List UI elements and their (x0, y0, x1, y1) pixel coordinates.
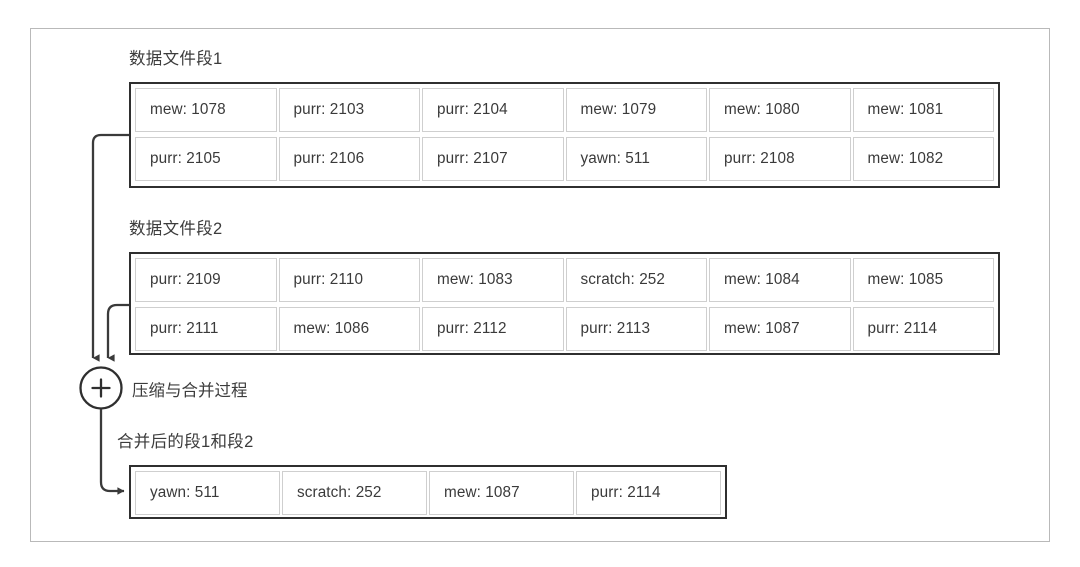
segment-2-title: 数据文件段2 (129, 220, 223, 238)
table-cell: scratch: 252 (565, 258, 707, 302)
table-cell: purr: 2109 (135, 258, 277, 302)
table-cell: purr: 2110 (278, 258, 420, 302)
result-row-1: yawn: 511 scratch: 252 mew: 1087 purr: 2… (135, 471, 721, 515)
table-cell: mew: 1084 (709, 258, 851, 302)
table-cell: mew: 1080 (709, 88, 851, 132)
table-cell: purr: 2114 (576, 471, 721, 515)
table-cell: mew: 1081 (852, 88, 994, 132)
table-cell: mew: 1082 (852, 137, 994, 181)
table-cell: mew: 1087 (429, 471, 574, 515)
table-cell: mew: 1083 (422, 258, 564, 302)
table-cell: mew: 1086 (278, 307, 420, 351)
table-cell: purr: 2106 (278, 137, 420, 181)
segment-2-row-1: purr: 2109 purr: 2110 mew: 1083 scratch:… (135, 258, 994, 302)
segment-1-row-2: purr: 2105 purr: 2106 purr: 2107 yawn: 5… (135, 137, 994, 181)
table-cell: mew: 1079 (565, 88, 707, 132)
table-cell: mew: 1078 (135, 88, 277, 132)
merge-process-label: 压缩与合并过程 (132, 382, 248, 400)
segment-1-box: mew: 1078 purr: 2103 purr: 2104 mew: 107… (129, 82, 1000, 188)
segment-2-box: purr: 2109 purr: 2110 mew: 1083 scratch:… (129, 252, 1000, 355)
table-cell: yawn: 511 (565, 137, 707, 181)
table-cell: purr: 2107 (422, 137, 564, 181)
table-cell: yawn: 511 (135, 471, 280, 515)
segment-1-row-1: mew: 1078 purr: 2103 purr: 2104 mew: 107… (135, 88, 994, 132)
table-cell: purr: 2103 (278, 88, 420, 132)
table-cell: purr: 2113 (565, 307, 707, 351)
table-cell: mew: 1087 (709, 307, 851, 351)
table-cell: purr: 2111 (135, 307, 277, 351)
result-title: 合并后的段1和段2 (117, 433, 254, 451)
table-cell: scratch: 252 (282, 471, 427, 515)
result-box: yawn: 511 scratch: 252 mew: 1087 purr: 2… (129, 465, 727, 519)
segment-1-title: 数据文件段1 (129, 50, 223, 68)
table-cell: mew: 1085 (852, 258, 994, 302)
table-cell: purr: 2114 (852, 307, 994, 351)
segment-2-row-2: purr: 2111 mew: 1086 purr: 2112 purr: 21… (135, 307, 994, 351)
table-cell: purr: 2104 (422, 88, 564, 132)
table-cell: purr: 2108 (709, 137, 851, 181)
table-cell: purr: 2105 (135, 137, 277, 181)
table-cell: purr: 2112 (422, 307, 564, 351)
